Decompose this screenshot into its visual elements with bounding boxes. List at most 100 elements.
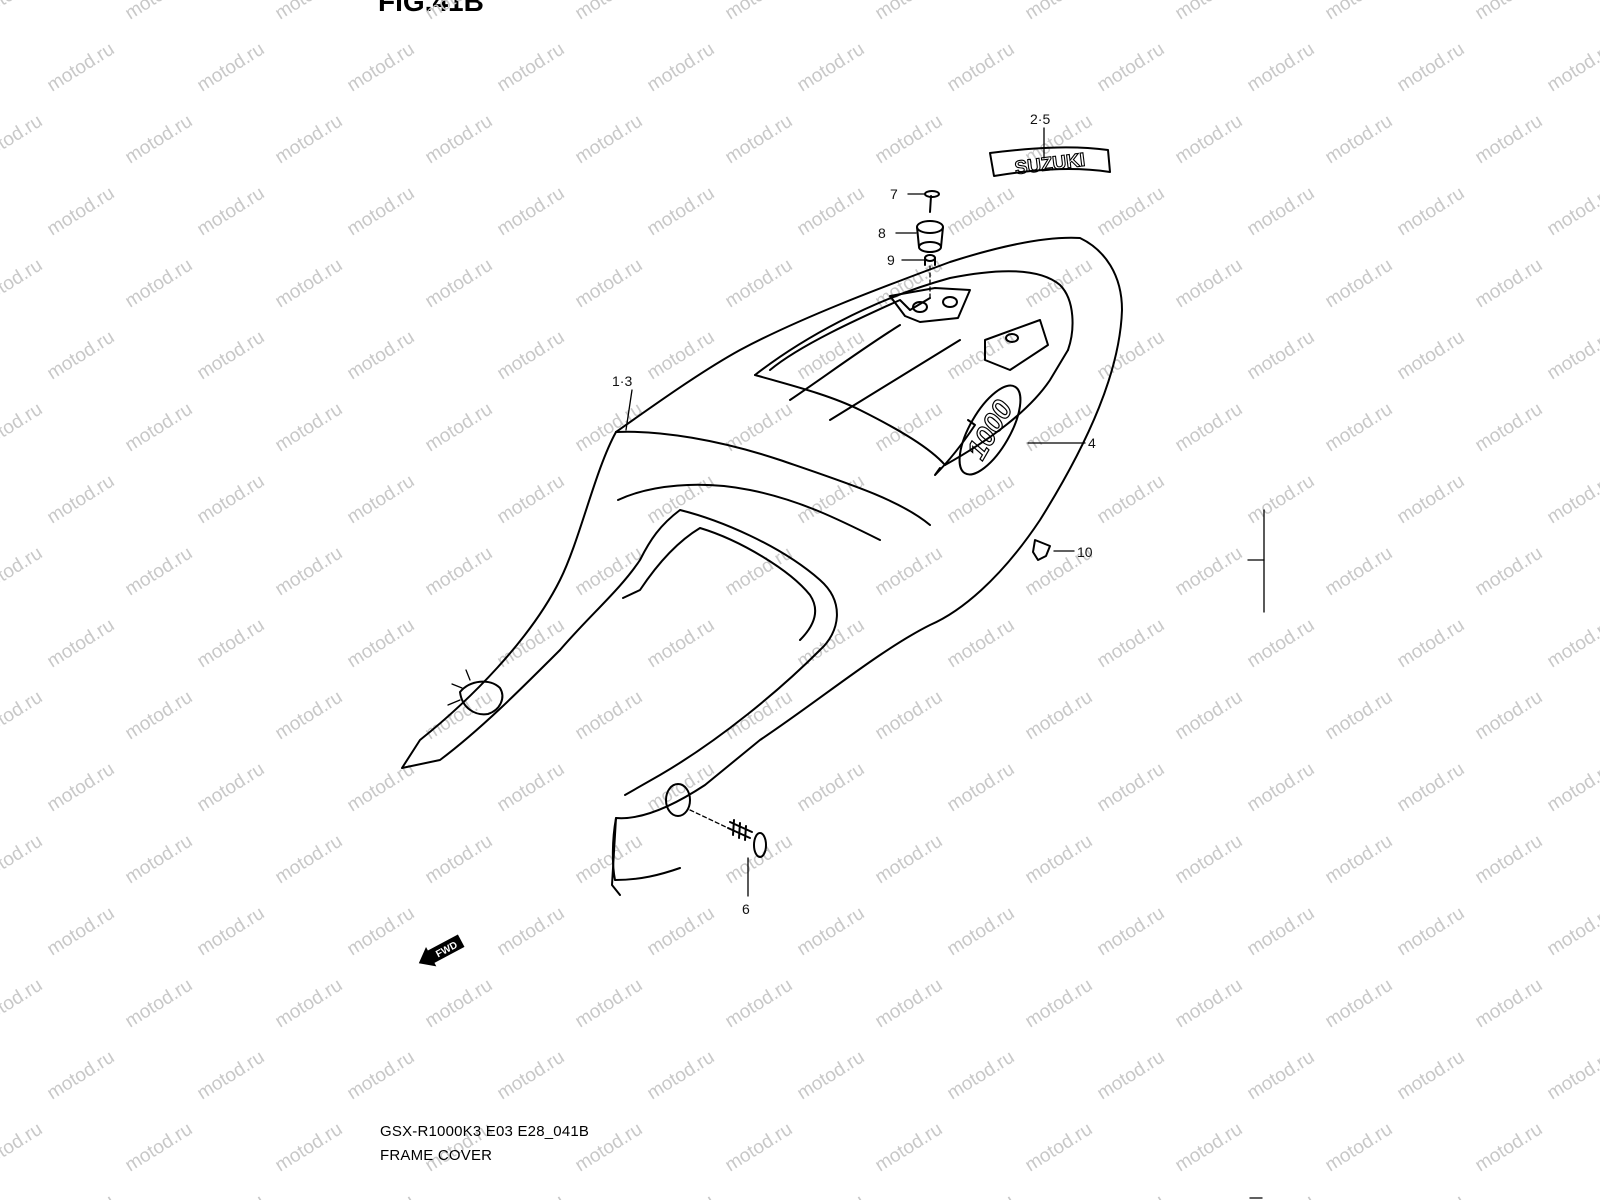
watermark-text: motod.ru — [1394, 39, 1469, 97]
watermark-text: motod.ru — [0, 111, 46, 169]
watermark-text: motod.ru — [572, 0, 647, 24]
watermark-text: motod.ru — [1544, 39, 1600, 97]
watermark-text: motod.ru — [494, 1191, 569, 1200]
watermark-text: motod.ru — [872, 975, 947, 1033]
watermark-text: motod.ru — [1544, 471, 1600, 529]
watermark-text: motod.ru — [1022, 0, 1097, 24]
model-emblem: 1000 — [958, 384, 1022, 476]
watermark-text: motod.ru — [0, 0, 46, 24]
watermark-text: motod.ru — [1472, 111, 1547, 169]
watermark-text: motod.ru — [0, 687, 46, 745]
callout-7: 7 — [890, 186, 898, 202]
watermark-text: motod.ru — [872, 111, 947, 169]
watermark-text: motod.ru — [272, 255, 347, 313]
watermark-text: motod.ru — [1544, 759, 1600, 817]
watermark-text: motod.ru — [1094, 759, 1169, 817]
watermark-text: motod.ru — [1244, 1047, 1319, 1105]
leader-lines — [625, 127, 1265, 897]
watermark-text: motod.ru — [1172, 399, 1247, 457]
watermark-text: motod.ru — [1022, 975, 1097, 1033]
watermark-text: motod.ru — [1094, 39, 1169, 97]
watermark-text: motod.ru — [794, 759, 869, 817]
watermark-text: motod.ru — [272, 399, 347, 457]
frame-cover-caption: FRAME COVER — [380, 1147, 493, 1164]
watermark-text: motod.ru — [0, 543, 46, 601]
watermark-text: motod.ru — [44, 903, 119, 961]
watermark-text: motod.ru — [44, 39, 119, 97]
watermark-text: motod.ru — [0, 255, 46, 313]
watermark-text: motod.ru — [944, 615, 1019, 673]
watermark-text: motod.ru — [0, 399, 46, 457]
watermark-text: motod.ru — [194, 327, 269, 385]
watermark-text: motod.ru — [722, 399, 797, 457]
watermark-text: motod.ru — [344, 1047, 419, 1105]
watermark-text: motod.ru — [344, 327, 419, 385]
watermark-text: motod.ru — [1322, 111, 1397, 169]
watermark-text: motod.ru — [422, 975, 497, 1033]
watermark-text: motod.ru — [272, 111, 347, 169]
watermark-text: motod.ru — [1544, 327, 1600, 385]
watermark-text: motod.ru — [0, 831, 46, 889]
watermark-text: motod.ru — [644, 615, 719, 673]
watermark-text: motod.ru — [344, 1191, 419, 1200]
watermark-text: motod.ru — [494, 327, 569, 385]
watermark-text: motod.ru — [122, 0, 197, 24]
watermark-text: motod.ru — [1472, 0, 1547, 24]
watermark-text: motod.ru — [422, 255, 497, 313]
watermark-text: motod.ru — [422, 111, 497, 169]
watermark-text: motod.ru — [1544, 1047, 1600, 1105]
watermark-text: motod.ru — [344, 471, 419, 529]
watermark-text: motod.ru — [944, 183, 1019, 241]
watermark-text: motod.ru — [494, 39, 569, 97]
watermark-text: motod.ru — [1244, 615, 1319, 673]
callout-4: 4 — [1088, 435, 1096, 451]
watermark-text: motod.ru — [1394, 903, 1469, 961]
clip-10 — [1032, 539, 1051, 561]
watermark-text: motod.ru — [1172, 543, 1247, 601]
watermark-text: motod.ru — [44, 615, 119, 673]
watermark-text: motod.ru — [644, 183, 719, 241]
watermark-text: motod.ru — [1094, 903, 1169, 961]
watermark-text: motod.ru — [644, 471, 719, 529]
watermark-text: motod.ru — [44, 183, 119, 241]
watermark-text: motod.ru — [1172, 687, 1247, 745]
watermark-text: motod.ru — [1322, 1119, 1397, 1177]
watermark-text: motod.ru — [1394, 183, 1469, 241]
watermark-text: motod.ru — [794, 1047, 869, 1105]
watermark-text: motod.ru — [122, 1119, 197, 1177]
watermark-text: motod.ru — [1394, 615, 1469, 673]
watermark-text: motod.ru — [1094, 615, 1169, 673]
watermark-text: motod.ru — [1544, 1191, 1600, 1200]
watermark-text: motod.ru — [122, 687, 197, 745]
watermark-text: motod.ru — [1172, 255, 1247, 313]
watermark-text: motod.ru — [1094, 471, 1169, 529]
callout-labels: 1·3 2·5 4 6 7 8 9 10 — [612, 111, 1096, 917]
watermark-text: motod.ru — [794, 471, 869, 529]
watermark-text: motod.ru — [1394, 327, 1469, 385]
watermark-text: motod.ru — [572, 975, 647, 1033]
watermark-text: motod.ru — [644, 903, 719, 961]
watermark-text: motod.ru — [1472, 687, 1547, 745]
watermark-text: motod.ru — [194, 1191, 269, 1200]
watermark-text: motod.ru — [572, 111, 647, 169]
watermark-text: motod.ru — [794, 327, 869, 385]
watermark-text: motod.ru — [1472, 543, 1547, 601]
watermark-text: motod.ru — [422, 399, 497, 457]
watermark-text: motod.ru — [1322, 543, 1397, 601]
watermark-text: motod.ru — [722, 687, 797, 745]
watermark-text: motod.ru — [944, 1191, 1019, 1200]
watermark-text: motod.ru — [272, 1119, 347, 1177]
watermark-text: motod.ru — [722, 255, 797, 313]
watermark-text: motod.ru — [1022, 1119, 1097, 1177]
watermark-text: motod.ru — [944, 39, 1019, 97]
watermark-text: motod.ru — [1544, 903, 1600, 961]
watermark-text: motod.ru — [1172, 111, 1247, 169]
watermark-text: motod.ru — [122, 111, 197, 169]
forward-arrow-text: FWD — [434, 940, 459, 960]
watermark-text: motod.ru — [0, 1119, 46, 1177]
watermark-text: motod.ru — [194, 1047, 269, 1105]
watermark-text: motod.ru — [344, 39, 419, 97]
watermark-text: motod.ru — [722, 111, 797, 169]
watermark-text: motod.ru — [272, 543, 347, 601]
seat-tail-cover — [401, 236, 1123, 896]
